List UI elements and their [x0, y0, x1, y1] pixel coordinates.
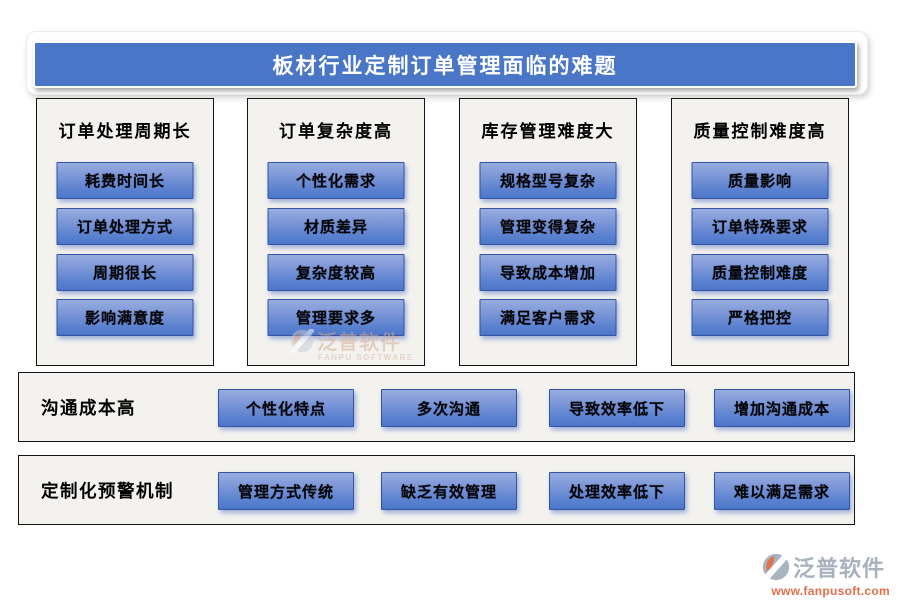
- item-chip: 规格型号复杂: [479, 162, 617, 199]
- item-chip: 满足客户需求: [479, 299, 617, 336]
- item-chip: 导致成本增加: [479, 254, 617, 291]
- item-chip: 多次沟通: [381, 389, 517, 427]
- panel-custom-warning-mechanism: 定制化预警机制 管理方式传统 缺乏有效管理 处理效率低下 难以满足需求: [18, 455, 855, 525]
- item-chip: 严格把控: [691, 299, 829, 336]
- item-chip: 订单处理方式: [56, 208, 194, 245]
- item-chip: 处理效率低下: [549, 472, 685, 510]
- panel-header: 质量控制难度高: [693, 122, 827, 141]
- row-label: 定制化预警机制: [41, 480, 174, 501]
- row-label: 沟通成本高: [41, 397, 136, 418]
- item-chip: 增加沟通成本: [714, 389, 850, 427]
- panel-header: 订单处理周期长: [58, 122, 192, 141]
- item-chip: 个性化需求: [267, 162, 405, 199]
- footer-url-text: www.fanpusoft.com: [771, 584, 890, 598]
- item-chip: 管理要求多: [267, 299, 405, 336]
- item-chip: 管理变得复杂: [479, 208, 617, 245]
- item-chip: 质量控制难度: [691, 254, 829, 291]
- fanpu-footer-brand: 泛普软件 www.fanpusoft.com: [762, 551, 890, 598]
- item-chip: 影响满意度: [56, 299, 194, 336]
- panel-order-complexity: 订单复杂度高 个性化需求 材质差异 复杂度较高 管理要求多: [247, 98, 425, 366]
- footer-brand-text: 泛普软件: [793, 556, 886, 581]
- item-chip: 难以满足需求: [714, 472, 850, 510]
- item-chip: 个性化特点: [218, 389, 354, 427]
- item-chip: 复杂度较高: [267, 254, 405, 291]
- item-chip: 缺乏有效管理: [381, 472, 517, 510]
- item-chip: 质量影响: [691, 162, 829, 199]
- panel-quality-control: 质量控制难度高 质量影响 订单特殊要求 质量控制难度 严格把控: [671, 98, 849, 366]
- item-chip: 周期很长: [56, 254, 194, 291]
- page-title: 板材行业定制订单管理面临的难题: [33, 41, 857, 88]
- item-chip: 管理方式传统: [218, 472, 354, 510]
- panel-inventory-management: 库存管理难度大 规格型号复杂 管理变得复杂 导致成本增加 满足客户需求: [459, 98, 637, 366]
- panel-header: 库存管理难度大: [481, 122, 615, 141]
- item-chip: 订单特殊要求: [691, 208, 829, 245]
- item-chip: 材质差异: [267, 208, 405, 245]
- panel-order-processing-cycle: 订单处理周期长 耗费时间长 订单处理方式 周期很长 影响满意度: [36, 98, 214, 366]
- panel-communication-cost: 沟通成本高 个性化特点 多次沟通 导致效率低下 增加沟通成本: [18, 372, 855, 442]
- fanpu-logo-icon: [762, 553, 790, 581]
- item-chip: 耗费时间长: [56, 162, 194, 199]
- panel-header: 订单复杂度高: [279, 122, 393, 141]
- item-chip: 导致效率低下: [549, 389, 685, 427]
